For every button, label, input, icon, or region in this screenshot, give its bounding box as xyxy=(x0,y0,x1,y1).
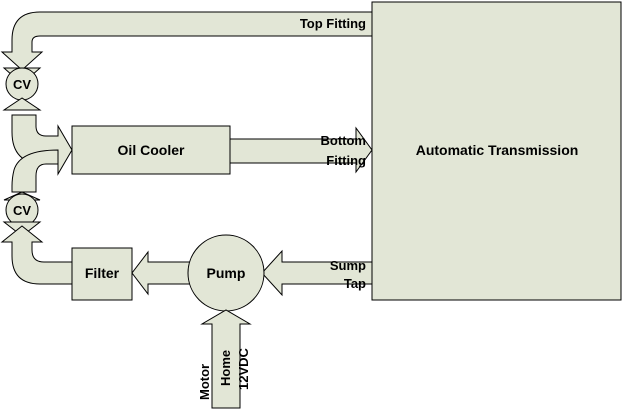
filter-box xyxy=(71,247,133,301)
sump-tap-label-line1: Sump xyxy=(330,258,366,273)
filter-return-arrow xyxy=(0,225,73,285)
power-arrow xyxy=(200,309,252,409)
bottom-fitting-label-line2: Fitting xyxy=(326,153,366,168)
power-label-line3: 12VDC xyxy=(236,347,251,390)
power-label-line1: Motor xyxy=(197,364,212,400)
bottom-fitting-label-line1: Bottom xyxy=(321,133,367,148)
sump-tap-label-line2: Tap xyxy=(344,276,366,291)
lower-junction-arrow xyxy=(11,149,59,193)
transmission-box xyxy=(371,1,622,301)
power-label-line2: Home xyxy=(218,350,233,386)
transmission-label: Automatic Transmission xyxy=(416,142,579,158)
bottom-fitting-arrow xyxy=(229,126,373,174)
oil-cooler-box xyxy=(71,125,231,175)
filter-label: Filter xyxy=(85,265,120,281)
top-fitting-label: Top Fitting xyxy=(300,16,366,31)
oil-cooler-label: Oil Cooler xyxy=(118,142,185,158)
upper-cv-label: CV xyxy=(13,77,31,92)
sump-tap-arrow xyxy=(261,249,373,297)
lower-cv-label: CV xyxy=(13,203,31,218)
pump-to-filter-arrow xyxy=(131,250,191,296)
pump-label: Pump xyxy=(207,265,246,281)
top-fitting-arrow xyxy=(0,11,373,71)
upper-cv-outlet-triangle xyxy=(2,97,42,111)
